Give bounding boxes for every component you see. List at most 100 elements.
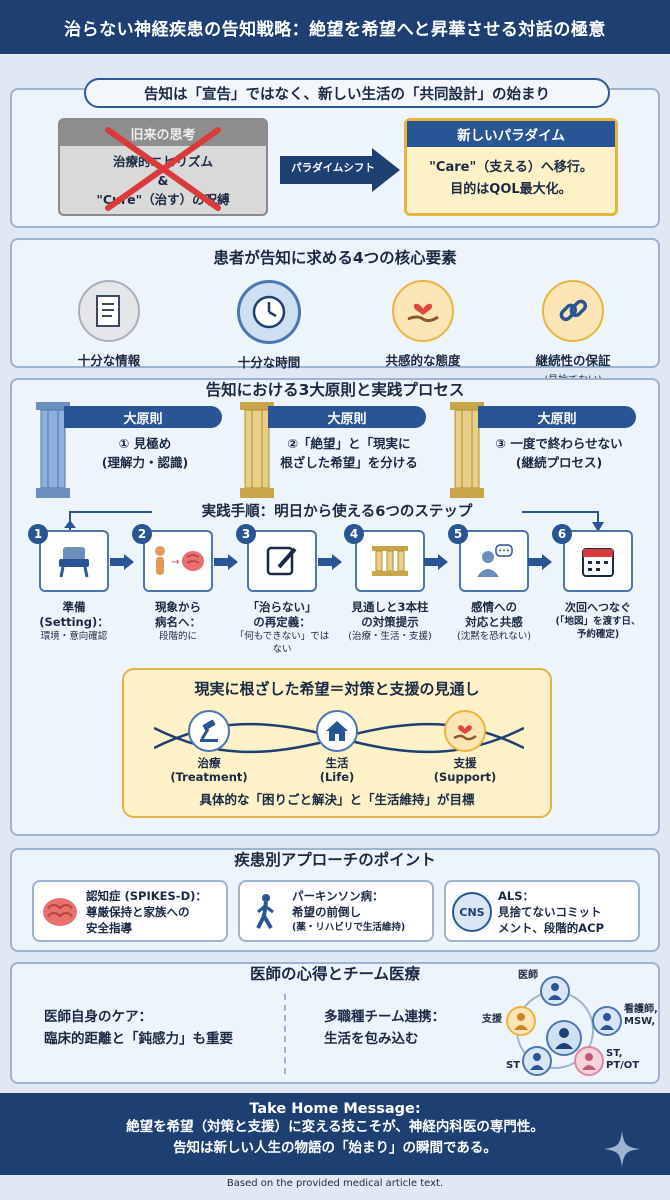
new-line-1: "Care"（支える）へ移行。: [429, 160, 593, 175]
disease-line: メント、段階的ACP: [498, 921, 605, 935]
step-3: 3 「治らない」の再定義： 「何もできない」ではない: [234, 524, 330, 656]
disease-panel: 疾患別アプローチのポイント 認知症 (SPIKES-D)：尊厳保持と家族への安全…: [10, 848, 660, 952]
step-number: 3: [236, 524, 256, 544]
step-title-2: の対策提示: [361, 615, 419, 629]
principle-3: 大原則 ③ 一度で終わらせない(継続プロセス): [448, 402, 644, 502]
step-detail: 環境・意向確認: [40, 631, 108, 642]
take-home-line-2: 告知は新しい人生の物語の「始まり」の瞬間である。: [173, 1140, 497, 1156]
step-number: 2: [132, 524, 152, 544]
element-time: 十分な時間: [204, 280, 334, 371]
principles-title: 告知における3大原則と実践プロセス: [12, 378, 658, 400]
hope-node-sub: (Support): [433, 770, 497, 784]
new-paradigm-header: 新しいパラダイム: [407, 121, 615, 147]
team-panel: 医師の心得とチーム医療 医師自身のケア： 臨床的距離と「鈍感力」も重要 多職種チ…: [10, 962, 660, 1084]
team-title: 医師の心得とチーム医療: [12, 962, 658, 984]
role-st-pt-ot: ST,PT/OT: [606, 1048, 640, 1071]
principle-line: ②「絶望」と「現実に: [287, 436, 411, 451]
heart-hand-icon: [392, 280, 454, 342]
disease-line: (薬・リハビリで生活維持): [292, 922, 406, 933]
take-home-title: Take Home Message:: [249, 1101, 421, 1117]
step-6: 6 次回へつなぐ (「地図」を渡す日、予約確定): [550, 524, 646, 641]
sparkle-icon: [604, 1131, 640, 1167]
principle-header: 大原則: [478, 406, 636, 428]
hope-node-life: 生活(Life): [292, 710, 382, 784]
old-line-1: 治療的ニヒリズム: [112, 154, 213, 169]
steps-title: 実践手順：明日から使える6つのステップ: [152, 500, 522, 521]
paradigm-panel: 告知は「宣告」ではなく、新しい生活の「共同設計」の始まり 旧来の思考 治療的ニヒ…: [10, 78, 660, 228]
principle-line: ③ 一度で終わらせない: [495, 436, 623, 451]
take-home-line-1: 絶望を希望（対策と支援）に変える技こそが、神経内科医の専門性。: [126, 1119, 544, 1135]
role-st: ST: [506, 1060, 521, 1071]
principle-1: 大原則 ① 見極め(理解力・認識): [34, 402, 230, 502]
therapist-avatar: [574, 1046, 604, 1076]
element-label: 十分な時間: [237, 355, 301, 370]
element-continuity: 継続性の保証 (見捨てない): [508, 280, 638, 386]
step-number: 5: [448, 524, 468, 544]
team-collab-text: 生活を包み込む: [324, 1031, 419, 1047]
step-1: 1 準備(Setting)： 環境・意向確認: [26, 524, 122, 643]
hope-node-support: 支援(Support): [420, 710, 510, 784]
step-title: 「治らない」: [247, 600, 317, 614]
step-2: 2 → 現象から病名へ： 段階的に: [130, 524, 226, 643]
disease-dementia: 認知症 (SPIKES-D)：尊厳保持と家族への安全指導: [32, 880, 228, 942]
cns-icon: CNS: [452, 892, 492, 932]
disease-name: パーキンソン病：: [292, 889, 384, 903]
step-detail: 「何もできない」ではない: [234, 631, 330, 655]
cross-out-icon: [105, 127, 221, 211]
disease-als: CNS ALS：見捨てないコミットメント、段階的ACP: [444, 880, 640, 942]
hope-title: 現実に根ざした希望＝対策と支援の見通し: [194, 680, 480, 698]
disease-line: 希望の前倒し: [292, 905, 361, 919]
person-brain-icon: →: [143, 530, 213, 592]
step-arrows: [110, 554, 552, 570]
pillar-icon: [450, 402, 484, 498]
paradigm-shift-arrow-icon: [280, 148, 400, 192]
step-5: 5 感情への対応と共感 (沈黙を恐れない): [446, 524, 542, 643]
hope-node-sub: (Life): [319, 770, 355, 784]
speech-person-icon: [459, 530, 529, 592]
chair-icon: [39, 530, 109, 592]
hope-node-sub: (Treatment): [170, 770, 248, 784]
step-title-2: 対応と共感: [465, 615, 523, 629]
new-paradigm-box: 新しいパラダイム "Care"（支える）へ移行。 目的はQOL最大化。: [404, 118, 618, 216]
pillars-icon: [355, 530, 425, 592]
step-title-2: (Setting)：: [39, 615, 109, 629]
elements-panel: 患者が告知に求める4つの核心要素 十分な情報 十分な時間 共感的な態度 継続性の…: [10, 238, 660, 386]
step-detail: 段階的に: [158, 631, 197, 642]
divider: [284, 994, 286, 1074]
step-number: 4: [344, 524, 364, 544]
step-title-2: 病名へ：: [155, 615, 201, 629]
nurse-avatar: [592, 1006, 622, 1036]
cns-icon-label: CNS: [459, 905, 485, 919]
walking-person-icon: [256, 894, 274, 930]
old-thinking-box: 旧来の思考 治療的ニヒリズム & "Cure"（治す）の呪縛: [58, 118, 268, 216]
hope-footer: 具体的な「困りごと解決」と「生活維持」が目標: [199, 792, 475, 807]
old-line-2: &: [157, 173, 169, 188]
take-home-banner: Take Home Message: 絶望を希望（対策と支援）に変える技こそが、…: [0, 1093, 670, 1175]
calendar-icon: [563, 530, 633, 592]
role-nurse: 看護師,MSW,: [624, 1004, 658, 1027]
team-collab-title: 多職種チーム連携：: [324, 1009, 446, 1025]
step-number: 6: [552, 524, 572, 544]
hope-node-label: 治療: [197, 756, 221, 770]
step-title: 感情への: [471, 600, 517, 614]
principle-header: 大原則: [268, 406, 426, 428]
doctor-care-text: 臨床的距離と「鈍感力」も重要: [44, 1031, 233, 1047]
paradigm-title: 告知は「宣告」ではなく、新しい生活の「共同設計」の始まり: [84, 78, 610, 108]
step-number: 1: [28, 524, 48, 544]
hope-node-treatment: 治療(Treatment): [164, 710, 254, 784]
principles-panel: 告知における3大原則と実践プロセス 大原則 ① 見極め(理解力・認識) 大原則 …: [10, 378, 660, 836]
hope-node-label: 支援: [453, 756, 477, 770]
principle-line: (理解力・認識): [101, 455, 189, 470]
document-icon: [78, 280, 140, 342]
principle-header: 大原則: [64, 406, 222, 428]
step-detail: (治療・生活・支援): [348, 631, 432, 642]
gavel-icon: [188, 710, 230, 752]
step-title-2: の再定義：: [253, 615, 311, 629]
disease-name: ALS：: [498, 889, 535, 903]
disease-parkinsons: パーキンソン病： 希望の前倒し (薬・リハビリで生活維持): [238, 880, 434, 942]
house-icon: [316, 710, 358, 752]
step-detail: (沈黙を恐れない): [457, 631, 531, 642]
support-avatar: [506, 1006, 536, 1036]
step-title: 現象から: [155, 600, 201, 614]
step-detail: 予約確定): [576, 629, 620, 640]
